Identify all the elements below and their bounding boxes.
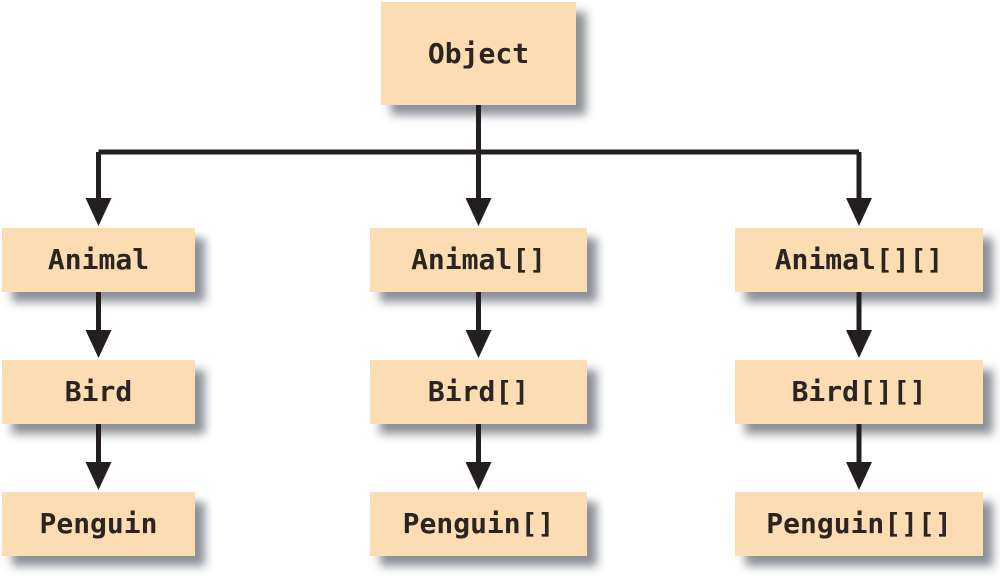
col1-row0-arrowhead xyxy=(465,330,492,358)
col0-row0-arrowhead xyxy=(85,330,112,358)
drop-col2-arrowhead xyxy=(846,198,872,226)
col1-row1-arrowhead xyxy=(465,462,492,490)
root-stem-arrowhead xyxy=(465,198,492,226)
col2-row1-arrowhead xyxy=(846,462,872,490)
node-penguin-array-array: Penguin[][] xyxy=(735,492,983,556)
node-bird-array: Bird[] xyxy=(370,360,587,424)
node-object: Object xyxy=(381,2,576,105)
node-bird-array-array: Bird[][] xyxy=(735,360,983,424)
node-animal: Animal xyxy=(2,228,195,292)
node-animal-array: Animal[] xyxy=(370,228,587,292)
col0-row1-arrowhead xyxy=(85,462,112,490)
node-penguin: Penguin xyxy=(2,492,195,556)
col2-row0-arrowhead xyxy=(846,330,872,358)
drop-col0-arrowhead xyxy=(85,198,112,226)
node-penguin-array: Penguin[] xyxy=(370,492,587,556)
node-bird: Bird xyxy=(2,360,195,424)
node-animal-array-array: Animal[][] xyxy=(735,228,983,292)
